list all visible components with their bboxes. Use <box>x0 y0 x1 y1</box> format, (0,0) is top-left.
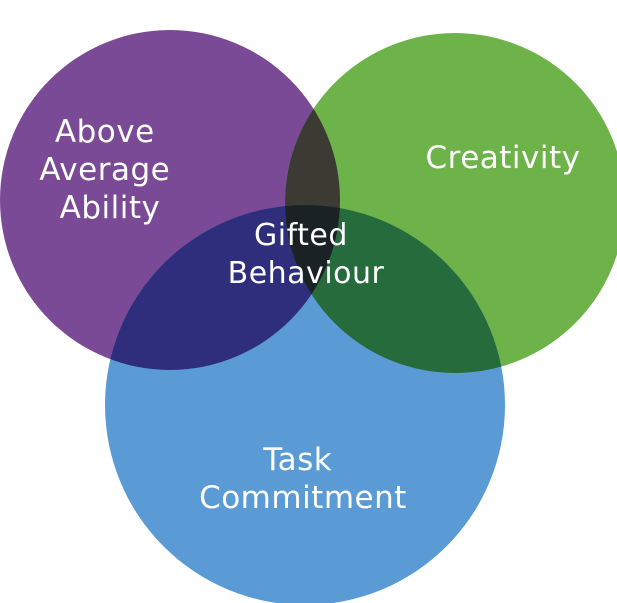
overlap-creativity-commitment <box>285 205 505 373</box>
overlap-ability-commitment <box>105 205 340 370</box>
label-above-average-ability: Above Average Ability <box>39 114 180 226</box>
label-task-commitment: Task Commitment <box>199 442 407 516</box>
label-gifted-behaviour: Gifted Behaviour <box>228 218 385 291</box>
label-creativity: Creativity <box>425 140 580 176</box>
